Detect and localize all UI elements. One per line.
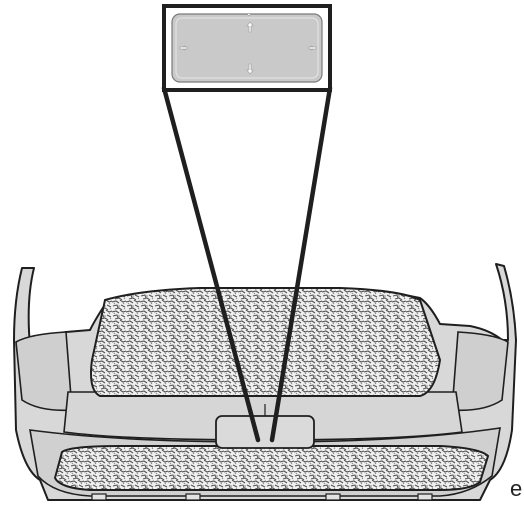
callout-line-right	[269, 85, 333, 443]
right-side-wing	[451, 331, 509, 412]
edge-label: e	[510, 476, 523, 501]
callout-line-left	[161, 85, 261, 443]
lower-grille	[53, 445, 490, 491]
arrow-pointer-marks-icon	[179, 13, 317, 75]
inset-detail	[162, 4, 332, 92]
plate-bracket	[215, 415, 315, 449]
inset-panel	[171, 13, 323, 83]
left-side-wing	[15, 331, 73, 412]
bottom-mount-tabs	[91, 493, 433, 501]
upper-grille	[90, 287, 442, 397]
